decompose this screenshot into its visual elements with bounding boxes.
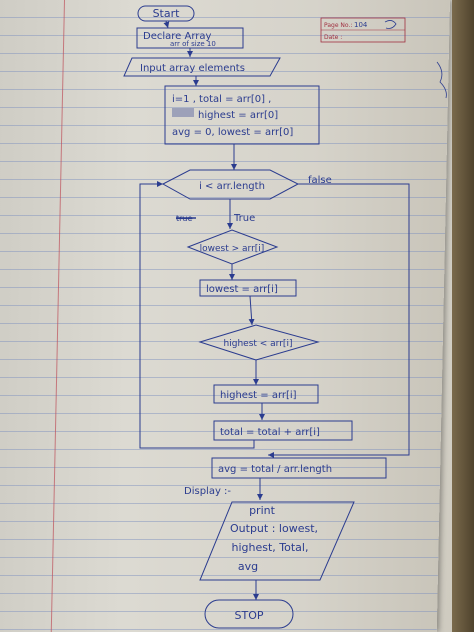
print-line3: highest, Total, [232,541,309,554]
decision-lowest: lowest > arr[i] [186,229,279,265]
stop-terminal: STOP [204,599,294,629]
background-surface [452,0,474,632]
false-label: false [308,175,332,186]
page-no-label: Page No.: [324,22,352,29]
assign-highest-box: highest = arr[i] [213,384,319,404]
arrow-to-highest-cond [248,295,255,326]
input-label: Input array elements [140,63,245,74]
declare-line2: arr of size 10 [170,40,216,48]
cond-highest-label: highest < arr[i] [224,339,293,349]
start-terminal: Start [137,5,195,22]
display-label: Display :- [184,486,231,497]
print-line4: avg [238,560,258,573]
assign-lowest-box: lowest = arr[i] [199,279,297,297]
stop-label: STOP [235,609,264,622]
arrow-start-declare [163,20,170,29]
assign-total-label: total = total + arr[i] [220,427,320,438]
avg-box: avg = total / arr.length [211,457,387,479]
start-label: Start [153,7,181,20]
date-label: Date : [324,34,342,41]
scribble-mark [172,108,194,117]
assign-total-box: total = total + arr[i] [213,420,353,441]
decision-main: i < arr.length [161,169,300,200]
print-line2: Output : lowest, [230,522,318,535]
init-line2: highest = arr[0] [198,110,278,121]
input-parallelogram: Input array elements [123,57,281,77]
assign-lowest-label: lowest = arr[i] [206,284,278,295]
init-line3: avg = 0, lowest = arr[0] [172,127,293,138]
init-line1: i=1 , total = arr[0] , [172,94,271,105]
page-number-box: Page No.: 104 Date : [320,17,447,99]
arrow-false-branch [268,183,410,458]
avg-label: avg = total / arr.length [218,464,332,475]
init-box: i=1 , total = arr[0] , highest = arr[0] … [164,85,320,145]
page-no-value: 104 [354,21,368,29]
print-line1: print [249,504,276,517]
decision-highest: highest < arr[i] [198,324,320,361]
declare-box: Declare Array arr of size 10 [136,27,244,49]
print-parallelogram: print Output : lowest, highest, Total, a… [199,501,355,581]
declare-line1: Declare Array [143,31,211,42]
true-label: True [233,213,255,224]
cond-lowest-label: lowest > arr[i] [200,244,265,254]
cond-main-label: i < arr.length [199,181,265,192]
assign-highest-label: highest = arr[i] [220,390,297,401]
arrow-loop-back [139,181,255,449]
